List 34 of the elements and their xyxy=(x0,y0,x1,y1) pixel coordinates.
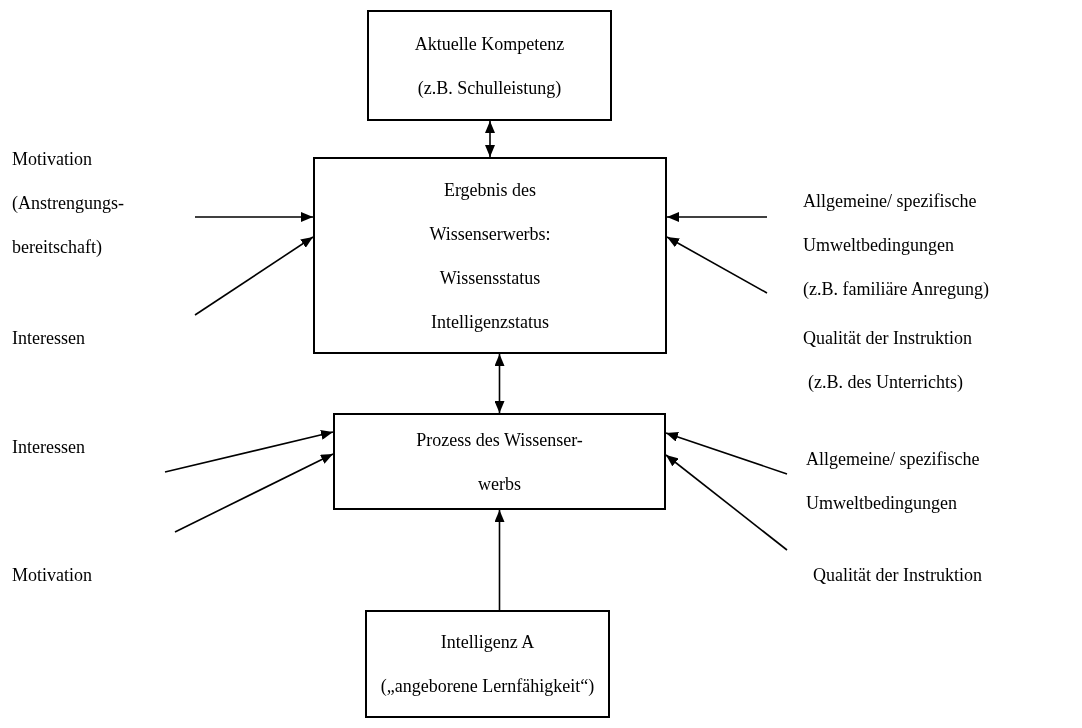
factor-label: Interessen xyxy=(12,436,85,459)
process-box xyxy=(313,157,667,354)
factor-label: Motivation xyxy=(12,148,92,171)
arrow xyxy=(194,236,314,316)
factor-label: Interessen xyxy=(12,327,85,350)
box-text: Intelligenzstatus xyxy=(431,310,549,334)
process-box xyxy=(365,610,610,718)
box-text: („angeborene Lernfähigkeit“) xyxy=(380,675,595,698)
arrow xyxy=(665,454,788,551)
box-text: Prozess des Wissenser- werbs xyxy=(415,428,584,496)
arrow xyxy=(194,212,314,222)
box-text: (z.B. Schulleistung) xyxy=(417,76,562,100)
arrow xyxy=(164,429,334,473)
factor-label: (Anstrengungs- bereitschaft) xyxy=(12,192,125,259)
box-text: Wissensstatus xyxy=(439,266,541,290)
box-text: Ergebnis des Wissenserwerbs: xyxy=(428,178,552,246)
factor-label: (z.B. des Unterrichts) xyxy=(808,371,963,394)
box-text: Intelligenz A xyxy=(440,631,535,654)
factor-label: Qualität der Instruktion xyxy=(803,327,972,350)
factor-label: (z.B. familiäre Anregung) xyxy=(803,278,989,301)
factor-label: Qualität der Instruktion xyxy=(813,564,982,587)
arrow xyxy=(174,453,334,533)
arrow xyxy=(665,432,788,475)
process-box xyxy=(333,413,666,510)
arrow xyxy=(666,236,768,294)
arrow xyxy=(666,212,768,222)
arrow xyxy=(485,120,495,158)
arrow xyxy=(494,353,505,414)
factor-label: Allgemeine/ spezifische Umweltbedingungen xyxy=(803,190,978,257)
arrow xyxy=(494,509,505,611)
process-box xyxy=(367,10,612,121)
factor-label: Motivation xyxy=(12,564,92,587)
box-text: Aktuelle Kompetenz xyxy=(414,32,565,56)
factor-label: Allgemeine/ spezifische Umweltbedingungen xyxy=(806,448,981,515)
